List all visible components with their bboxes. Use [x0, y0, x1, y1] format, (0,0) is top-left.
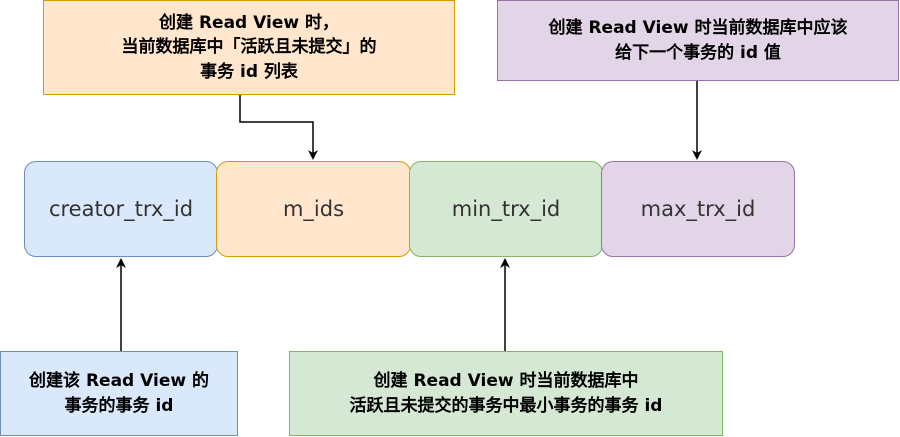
- field-creator-trx-id: creator_trx_id: [24, 161, 218, 257]
- field-min-trx-id: min_trx_id: [409, 161, 603, 257]
- field-m-ids: m_ids: [216, 161, 411, 257]
- note-max-trx-id: 创建 Read View 时当前数据库中应该 给下一个事务的 id 值: [497, 0, 899, 81]
- field-m-ids-label: m_ids: [282, 197, 345, 221]
- note-min-trx-id-line-2: 活跃且未提交的事务中最小事务的事务 id: [349, 395, 663, 416]
- field-max-trx-id-label: max_trx_id: [640, 197, 756, 221]
- field-min-trx-id-label: min_trx_id: [451, 197, 561, 221]
- note-m-ids: 创建 Read View 时， 当前数据库中「活跃且未提交」的 事务 id 列表: [43, 0, 455, 95]
- note-creator-trx-id-line-2: 事务的事务 id: [64, 395, 174, 416]
- note-m-ids-line-2: 当前数据库中「活跃且未提交」的: [121, 37, 377, 58]
- note-max-trx-id-line-1: 创建 Read View 时当前数据库中应该: [548, 17, 848, 38]
- note-max-trx-id-line-2: 给下一个事务的 id 值: [615, 42, 781, 63]
- note-m-ids-line-1: 创建 Read View 时，: [159, 12, 339, 33]
- note-min-trx-id: 创建 Read View 时当前数据库中 活跃且未提交的事务中最小事务的事务 i…: [289, 351, 723, 436]
- note-creator-trx-id: 创建该 Read View 的 事务的事务 id: [0, 351, 238, 436]
- note-min-trx-id-line-1: 创建 Read View 时当前数据库中: [373, 370, 639, 391]
- note-creator-trx-id-line-1: 创建该 Read View 的: [29, 370, 209, 391]
- field-max-trx-id: max_trx_id: [601, 161, 795, 257]
- arrow-to-m-ids: [239, 95, 318, 160]
- note-m-ids-line-3: 事务 id 列表: [200, 61, 298, 82]
- field-creator-trx-id-label: creator_trx_id: [48, 197, 194, 221]
